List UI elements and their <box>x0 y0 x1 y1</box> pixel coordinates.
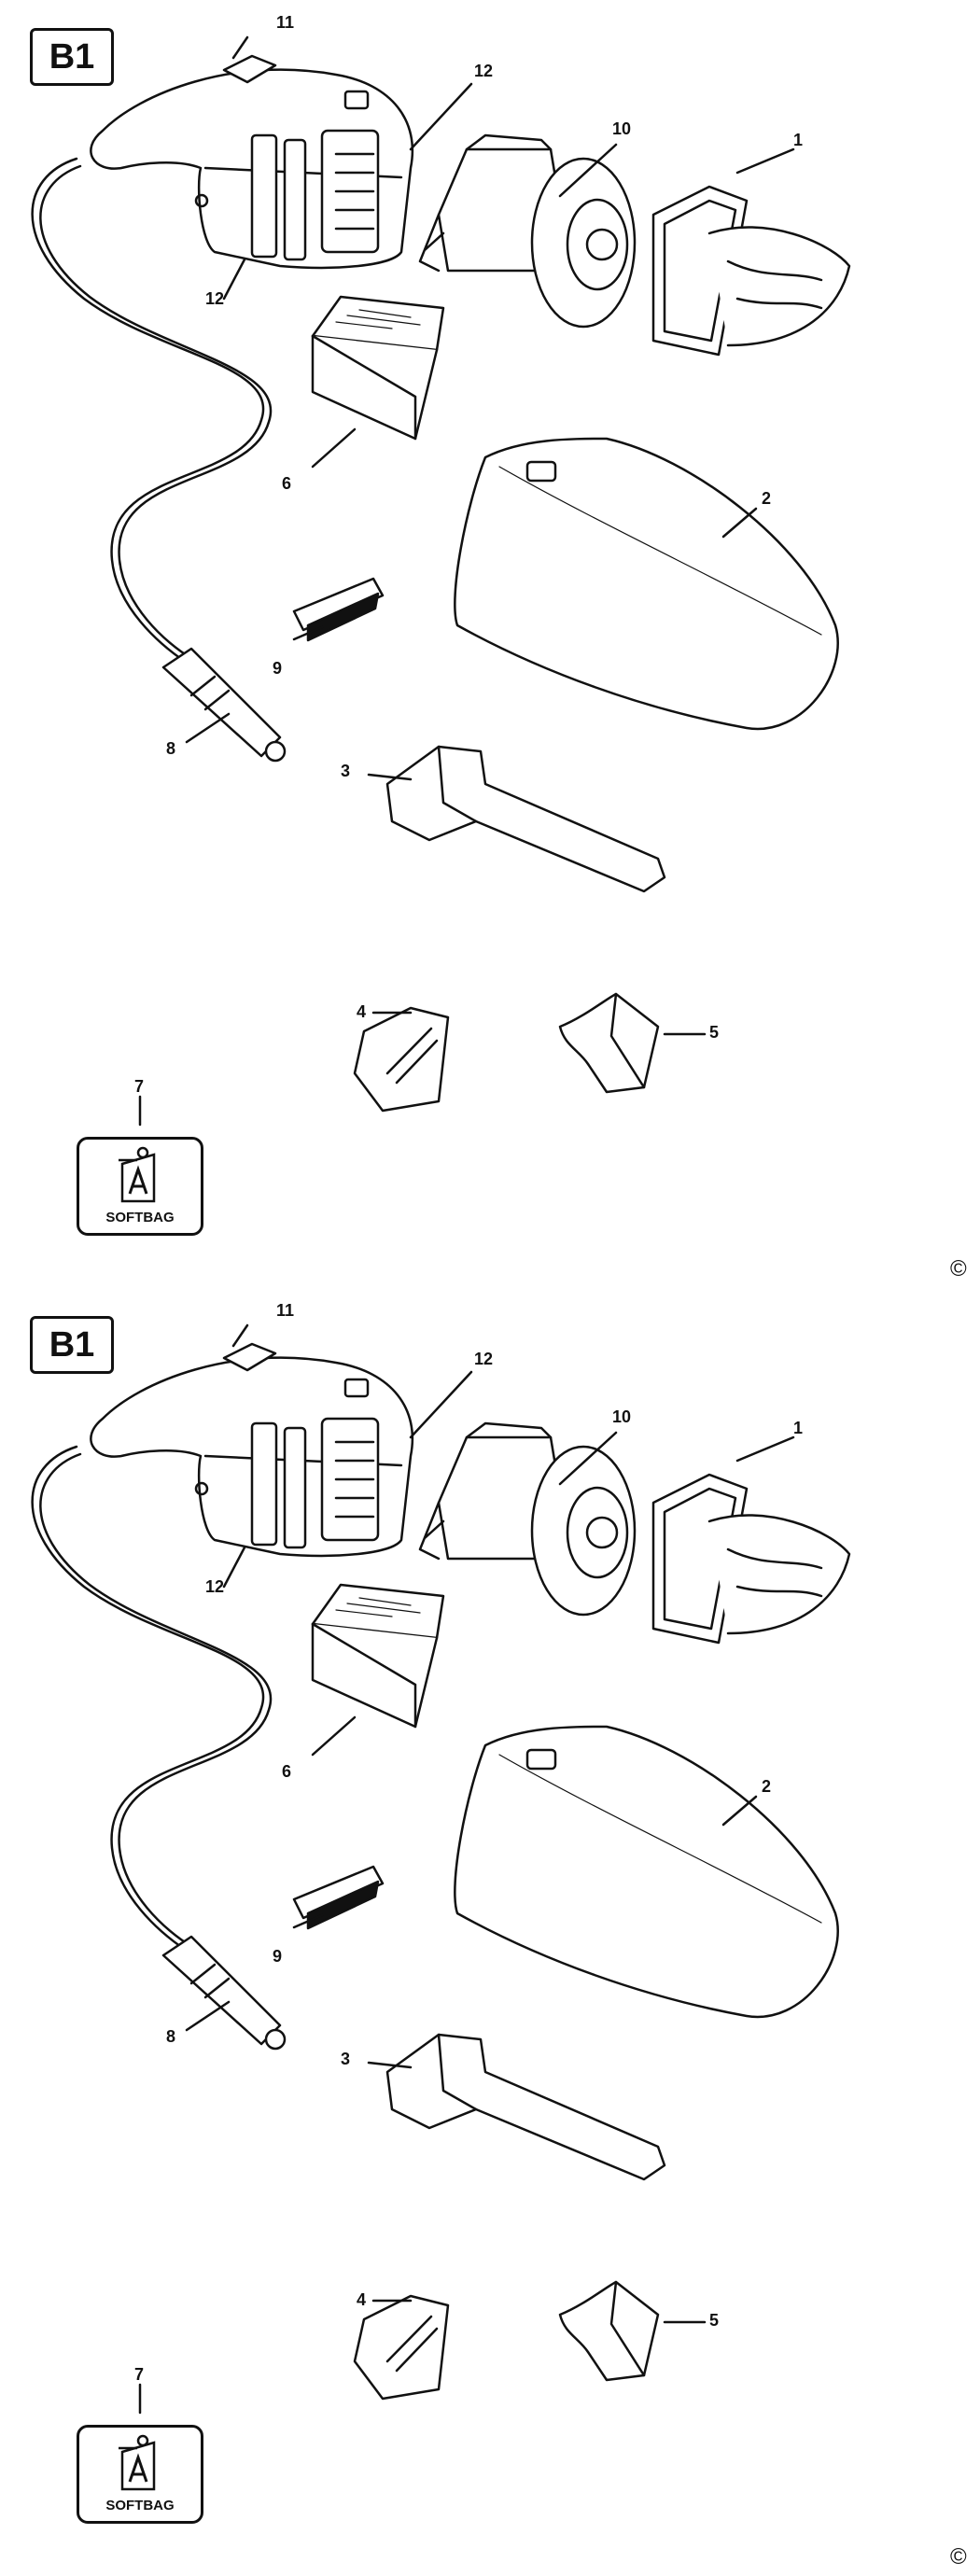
softbag-box: SOFTBAG <box>77 1137 203 1236</box>
callout-2: 2 <box>762 1777 772 1796</box>
filter-cage <box>418 1421 637 1617</box>
brush-strip <box>292 1865 385 1930</box>
dust-bag-filter <box>651 185 851 357</box>
callout-8: 8 <box>166 739 176 758</box>
callout-5: 5 <box>709 2311 720 2330</box>
callout-2: 2 <box>762 489 772 508</box>
callout-6: 6 <box>282 474 292 493</box>
callout-6: 6 <box>282 1762 292 1781</box>
power-cord <box>31 157 265 665</box>
copyright-mark: © <box>950 2544 967 2569</box>
callout-11: 11 <box>276 13 295 32</box>
softbag-label: SOFTBAG <box>105 1210 175 1225</box>
callout-9: 9 <box>273 1947 283 1966</box>
dust-bowl <box>454 1725 839 2019</box>
callout-4: 4 <box>357 1002 367 1021</box>
callout-3: 3 <box>341 2050 351 2068</box>
callout-12-bottom: 12 <box>205 289 225 308</box>
softbag-icon <box>119 2434 156 2491</box>
exploded-parts-drawing <box>31 35 851 1127</box>
callout-5: 5 <box>709 1023 720 1042</box>
callout-8: 8 <box>166 2027 176 2046</box>
motor-housing <box>90 54 414 270</box>
hook-accessory <box>558 2280 660 2382</box>
callout-1: 1 <box>793 1419 804 1437</box>
brush-nozzle <box>353 2294 450 2401</box>
callout-3: 3 <box>341 762 351 780</box>
section-badge: B1 <box>30 1316 114 1374</box>
callout-12-top: 12 <box>474 62 494 80</box>
callout-10: 10 <box>612 1407 632 1426</box>
foam-filter-block <box>311 295 445 441</box>
diagram-sheet-1: B1 11 12 10 1 12 2 6 9 8 3 4 5 7 SOFTBAG… <box>30 13 967 1281</box>
callout-12-bottom: 12 <box>205 1577 225 1596</box>
dust-bowl <box>454 437 839 731</box>
diagram-sheet-2: B1 11 12 10 1 12 2 6 9 8 3 4 5 7 SOFTBAG… <box>0 1288 980 2576</box>
callout-10: 10 <box>612 119 632 138</box>
softbag-label: SOFTBAG <box>105 2498 175 2513</box>
crevice-tool <box>385 2033 666 2181</box>
copyright-mark: © <box>950 1256 967 1281</box>
hook-accessory <box>558 992 660 1094</box>
callout-12-top: 12 <box>474 1350 494 1368</box>
softbag-icon <box>119 1146 156 1203</box>
filter-cage <box>418 133 637 329</box>
callout-7: 7 <box>134 2365 145 2384</box>
callout-11: 11 <box>276 1301 295 1320</box>
brush-strip <box>292 577 385 642</box>
callout-1: 1 <box>793 131 804 149</box>
callout-9: 9 <box>273 659 283 678</box>
foam-filter-block <box>311 1583 445 1729</box>
exploded-parts-drawing <box>31 1323 851 2415</box>
motor-housing <box>90 1342 414 1558</box>
callout-7: 7 <box>134 1077 145 1096</box>
softbag-box: SOFTBAG <box>77 2425 203 2524</box>
car-plug <box>161 647 287 763</box>
callout-4: 4 <box>357 2290 367 2309</box>
section-badge: B1 <box>30 28 114 86</box>
dust-bag-filter <box>651 1473 851 1645</box>
brush-nozzle <box>353 1006 450 1113</box>
car-plug <box>161 1935 287 2051</box>
crevice-tool <box>385 745 666 893</box>
power-cord <box>31 1445 265 1953</box>
